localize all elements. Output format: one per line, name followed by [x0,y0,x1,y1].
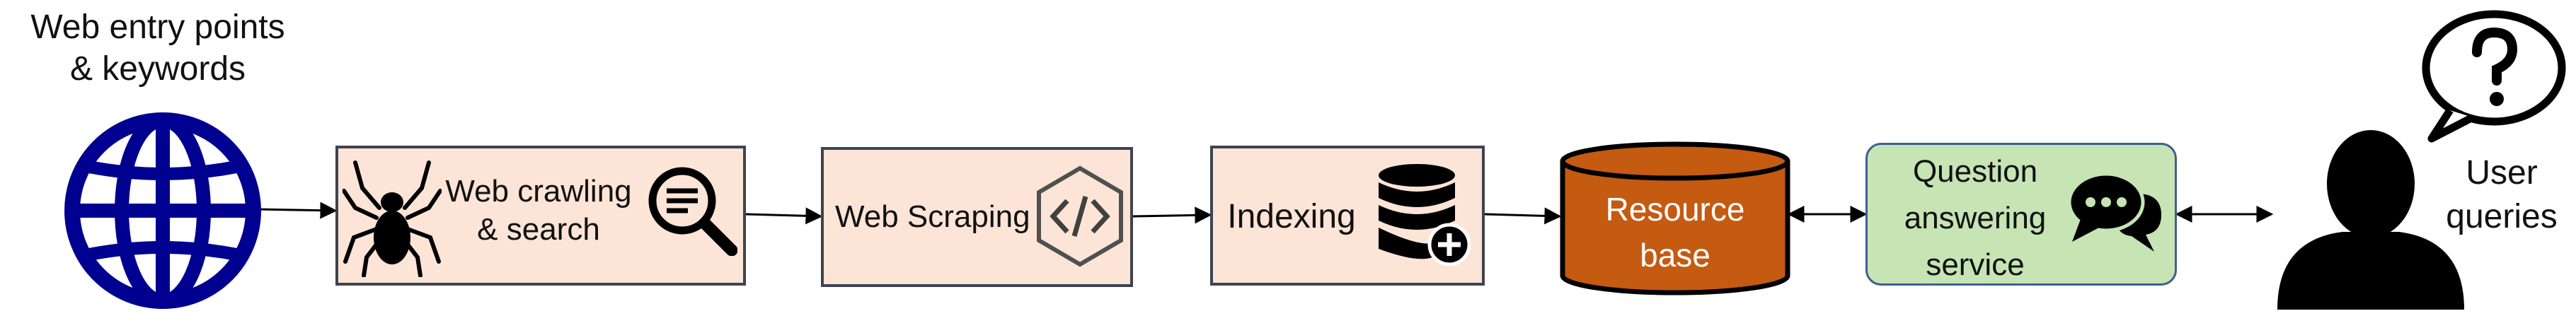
search-document-icon [648,167,737,256]
arrow-scrape-to-index [1132,206,1212,224]
resource-cylinder [1560,141,1790,295]
source-label-line1: Web entry points [30,8,285,46]
qa-label-line3: service [1926,247,2025,282]
database-add-icon [1379,164,1471,266]
chat-bubbles-icon [2067,172,2161,252]
crawl-label: Web crawling & search [443,172,634,248]
user-silhouette-icon [2277,130,2464,310]
crawl-label-line1: Web crawling [445,174,632,209]
user-label-line2: queries [2446,198,2558,236]
code-hexagon-icon [1037,165,1123,267]
source-label: Web entry points & keywords [6,7,310,90]
arrow-index-to-resource [1484,207,1562,225]
index-label: Indexing [1227,198,1356,235]
user-label: User queries [2434,151,2569,240]
qa-label-line2: answering [1904,201,2047,235]
crawl-label-line2: & search [477,211,600,247]
source-label-line2: & keywords [69,49,246,88]
arrow-globe-to-crawl [255,201,338,219]
qa-label-line1: Question [1912,154,2038,189]
globe-icon [64,112,261,309]
arrow-crawl-to-scrape [745,207,823,225]
qa-label: Question answering service [1873,148,2078,288]
spider-icon [343,160,442,277]
question-bubble-icon [2422,10,2566,143]
resource-label-line2: base [1640,237,1710,274]
scrape-label: Web Scraping [835,199,1030,234]
resource-label: Resource base [1571,187,1779,279]
user-label-line1: User [2466,154,2538,192]
resource-label-line1: Resource [1605,191,1745,228]
